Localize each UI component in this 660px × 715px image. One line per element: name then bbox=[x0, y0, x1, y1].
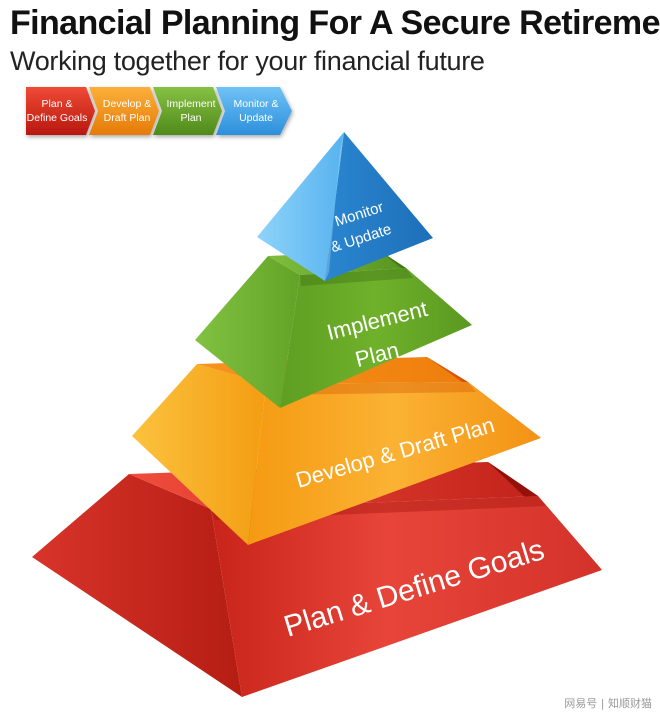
step-arrow-implement-plan: Implement Plan bbox=[153, 87, 222, 135]
tier4-front-highlight bbox=[325, 132, 344, 281]
step-arrow-monitor-update: Monitor & Update bbox=[216, 87, 292, 135]
step-arrow-1-line1: Plan & bbox=[42, 98, 73, 110]
step-arrows: Plan & Define Goals Develop & Draft Plan… bbox=[26, 87, 292, 135]
step-arrow-2-line1: Develop & bbox=[103, 98, 151, 110]
pyramid-tier-develop-draft-plan: Develop & Draft Plan bbox=[132, 357, 541, 545]
page-title: Financial Planning For A Secure Retireme… bbox=[10, 4, 660, 42]
step-arrow-3-line2: Plan bbox=[180, 112, 201, 124]
step-arrow-4-line1: Monitor & bbox=[234, 98, 279, 110]
step-arrow-develop-draft-plan: Develop & Draft Plan bbox=[89, 87, 159, 135]
tier3-top-shading bbox=[300, 268, 413, 286]
tier1-front-face bbox=[211, 496, 602, 697]
step-arrow-3-line1: Implement bbox=[166, 98, 215, 110]
tier3-left-face bbox=[195, 256, 300, 408]
step-arrow-2-line2: Draft Plan bbox=[104, 112, 151, 124]
step-arrow-plan-define-goals: Plan & Define Goals bbox=[26, 87, 95, 135]
step-arrow-1-line2: Define Goals bbox=[27, 112, 88, 124]
tier2-left-face bbox=[132, 364, 266, 545]
watermark: 网易号 | 知顺财猫 bbox=[564, 697, 652, 710]
step-arrow-4-line2: Update bbox=[239, 112, 273, 124]
tier1-left-face bbox=[32, 474, 242, 697]
pyramid-tier-implement-plan: Implement Plan bbox=[195, 251, 472, 408]
page-subtitle: Working together for your financial futu… bbox=[10, 46, 485, 76]
pyramid-tier-plan-define-goals: Plan & Define Goals bbox=[32, 462, 602, 697]
tier3-front-face bbox=[280, 268, 472, 408]
tier4-right-face bbox=[325, 132, 433, 281]
tier2-front-face bbox=[248, 382, 541, 545]
tier4-left-face bbox=[257, 132, 344, 281]
pyramid-tier-monitor-update: Monitor & Update bbox=[257, 132, 433, 281]
